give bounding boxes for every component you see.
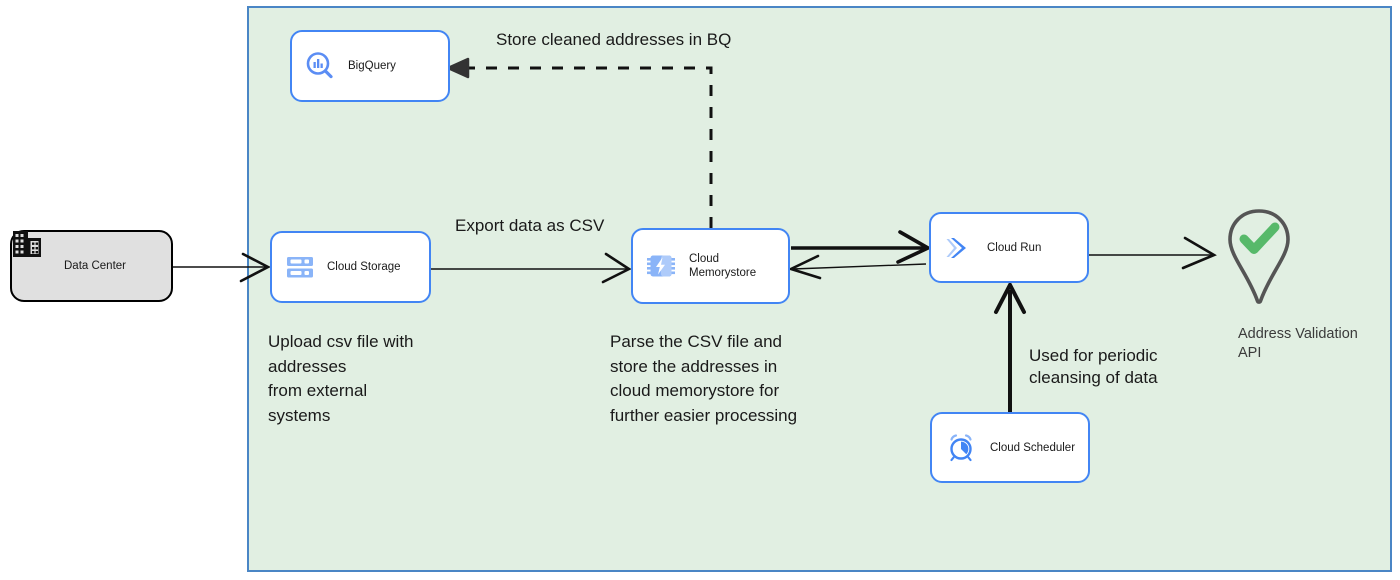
memorystore-chip-icon <box>633 230 689 302</box>
cloud-scheduler-clock-icon <box>932 414 990 482</box>
node-cloud-run[interactable]: Cloud Run <box>929 212 1089 283</box>
edge-label-store-in-bq: Store cleaned addresses in BQ <box>496 30 732 49</box>
note-upload-csv: Upload csv file with addresses from exte… <box>268 332 414 425</box>
node-label: BigQuery <box>348 60 396 72</box>
node-cloud-scheduler[interactable]: Cloud Scheduler <box>930 412 1090 483</box>
node-data-center[interactable]: Data Center <box>10 230 173 302</box>
node-bigquery[interactable]: BigQuery <box>290 30 450 102</box>
note-parse-csv: Parse the CSV file and store the address… <box>610 332 798 425</box>
node-label: Cloud Storage <box>327 261 401 273</box>
address-validation-api-label: Address Validation API <box>1238 326 1358 361</box>
cloud-run-chevron-icon <box>931 214 987 282</box>
node-cloud-storage[interactable]: Cloud Storage <box>270 231 431 303</box>
node-cloud-memorystore[interactable]: Cloud Memorystore <box>631 228 790 304</box>
bigquery-magnifier-icon <box>292 32 348 100</box>
node-label: Cloud Memorystore <box>689 253 757 279</box>
edge-label-export-csv: Export data as CSV <box>455 216 605 235</box>
note-scheduler-usage: Used for periodic cleansing of data <box>1029 346 1158 387</box>
node-label: Cloud Scheduler <box>990 441 1076 454</box>
datacenter-building-icon <box>12 230 64 302</box>
node-label: Cloud Run <box>987 241 1042 254</box>
cloud-storage-bucket-icon <box>272 233 327 301</box>
node-label: Data Center <box>64 260 127 272</box>
map-pin-check-icon <box>1222 208 1296 308</box>
